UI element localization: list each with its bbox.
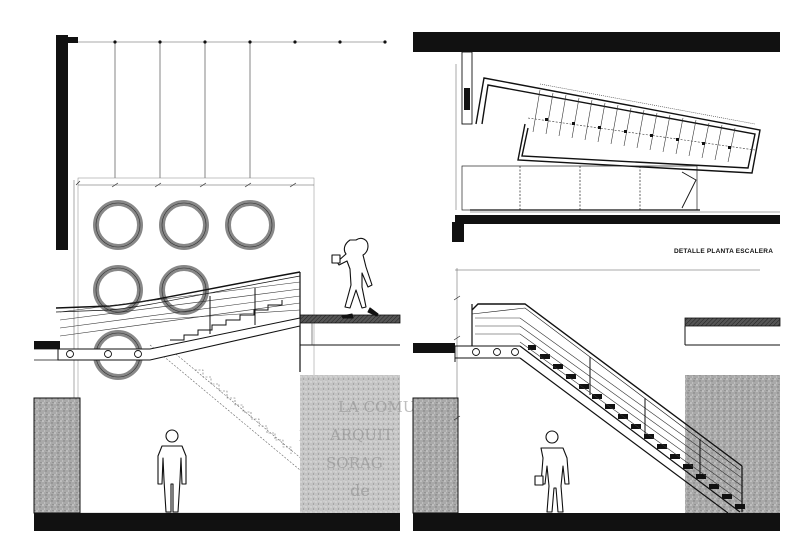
- stair-flight-upper: [57, 300, 301, 361]
- plan-stair-treads: [527, 83, 756, 163]
- svg-text:SORAG: SORAG: [326, 454, 383, 472]
- left-section-panel: LA COMU ARQUIT SORAG de: [33, 35, 415, 531]
- wall-cap: [68, 37, 78, 43]
- left-wall-column: [56, 35, 68, 250]
- plan-bottom-wall: [455, 215, 780, 224]
- plan-stair-outline: [475, 77, 761, 174]
- person-silhouette-standing: [157, 429, 187, 513]
- elevation-upper-slab: [684, 317, 781, 327]
- svg-text:LA COMU: LA COMU: [338, 398, 415, 416]
- floor-slab: [34, 513, 400, 531]
- plan-top-wall: [413, 32, 780, 52]
- textured-wall-left: [33, 397, 81, 514]
- elevation-wall-left: [412, 397, 459, 514]
- plan-detail-panel: DETALLE PLANTA ESCALERA: [413, 32, 780, 255]
- floor-edge: [34, 341, 60, 349]
- dimension-ticks: [75, 180, 461, 421]
- svg-text:ARQUIT: ARQUIT: [329, 426, 393, 444]
- textured-wall-right: [300, 375, 400, 513]
- right-elevation-panel: [412, 268, 781, 531]
- person-silhouette-with-bag: [534, 430, 570, 513]
- svg-text:de: de: [350, 481, 370, 500]
- handrail-left: [55, 271, 301, 337]
- elevation-bolts: [472, 348, 519, 356]
- elevation-wall-right: [685, 375, 780, 513]
- plan-tread-marks: [545, 118, 731, 149]
- plan-landing: [461, 165, 700, 211]
- plan-caption: DETALLE PLANTA ESCALERA: [674, 248, 773, 255]
- person-silhouette-walking: [331, 237, 379, 319]
- elevation-floor: [413, 513, 780, 531]
- handrail-right: [471, 303, 743, 512]
- column-grid-lines: [113, 40, 387, 185]
- poster-text: LA COMU ARQUIT SORAG de: [326, 398, 415, 500]
- elevation-stringer: [454, 345, 741, 514]
